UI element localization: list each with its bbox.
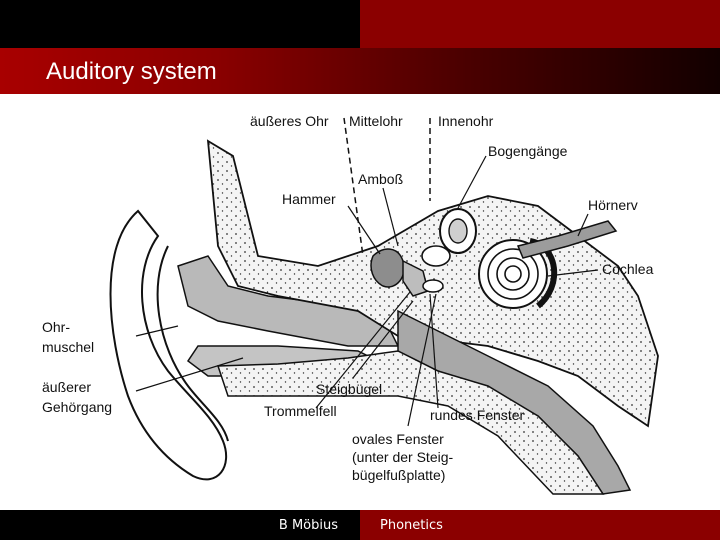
ear-diagram: äußeres Ohr Mittelohr Innenohr Bogengäng…	[18, 96, 682, 510]
label-cochlea: Cochlea	[602, 261, 654, 277]
ossicles-shape	[370, 248, 444, 297]
label-auditory-nerve: Hörnerv	[588, 197, 638, 213]
footer-course: Phonetics	[380, 518, 443, 533]
label-anvil: Amboß	[358, 171, 403, 187]
label-oval-window-line1: ovales Fenster	[352, 431, 444, 447]
footer-author: B Möbius	[278, 518, 338, 533]
ear-anatomy-figure: äußeres Ohr Mittelohr Innenohr Bogengäng…	[18, 96, 682, 510]
label-outer-ear: äußeres Ohr	[250, 113, 329, 129]
lower-bone	[216, 350, 605, 495]
title-bar	[0, 48, 720, 94]
pointer-lines	[135, 155, 599, 427]
footer-left-bar	[0, 510, 360, 540]
label-oval-window-line2: (unter der Steig-	[352, 449, 453, 465]
label-ear-canal-line1: äußerer	[42, 379, 91, 395]
top-bar-right	[360, 0, 720, 48]
outer-middle-divider	[343, 117, 364, 257]
label-inner-ear: Innenohr	[438, 113, 494, 129]
label-hammer: Hammer	[282, 191, 336, 207]
label-eardrum: Trommelfell	[264, 403, 337, 419]
label-ear-canal-line2: Gehörgang	[42, 399, 112, 415]
label-round-window: rundes Fenster	[430, 407, 524, 423]
label-stirrup: Steigbügel	[316, 381, 382, 397]
label-semicircular-canals: Bogengänge	[488, 143, 568, 159]
pinna-shape	[109, 209, 228, 481]
label-pinna-line2: muschel	[42, 339, 94, 355]
ear-canal	[177, 255, 400, 347]
auditory-nerve-shape	[516, 220, 618, 259]
label-middle-ear: Mittelohr	[349, 113, 403, 129]
slide-title: Auditory system	[46, 58, 217, 85]
label-oval-window-line3: bügelfußplatte)	[352, 467, 445, 483]
semicircular-canals-shape	[421, 208, 477, 267]
label-pinna-line1: Ohr-	[42, 319, 70, 335]
top-bar-left	[0, 0, 360, 48]
footer-right-bar	[360, 510, 720, 540]
